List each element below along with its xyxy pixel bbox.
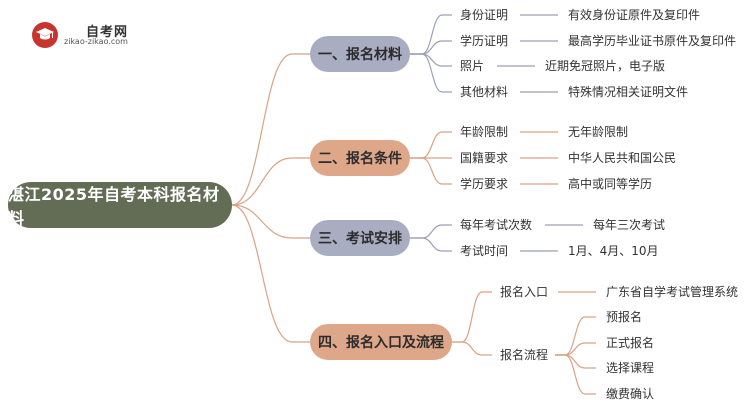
branch-portal-process: 四、报名入口及流程	[310, 324, 452, 360]
leaf-step-select-courses: 选择课程	[606, 361, 655, 375]
leaf-step-payment-confirm: 缴费确认	[606, 387, 655, 401]
leaf-education-requirement: 高中或同等学历	[568, 177, 653, 191]
node-education-proof: 学历证明	[460, 34, 509, 48]
leaf-step-pre-registration: 预报名	[606, 310, 643, 324]
site-logo[interactable]: 自考网 zikao-zikao.com	[32, 18, 152, 50]
leaf-step-formal-registration: 正式报名	[606, 336, 655, 350]
node-registration-portal: 报名入口	[500, 285, 549, 299]
node-other-materials: 其他材料	[460, 85, 509, 99]
leaf-photo: 近期免冠照片，电子版	[545, 59, 666, 73]
leaf-age-limit: 无年龄限制	[568, 125, 629, 139]
leaf-registration-portal: 广东省自学考试管理系统	[606, 285, 739, 299]
node-age-limit: 年龄限制	[460, 125, 509, 139]
logo-url: zikao-zikao.com	[64, 37, 128, 46]
branch-conditions: 二、报名条件	[310, 140, 410, 176]
graduation-cap-icon	[32, 22, 58, 48]
leaf-education-proof: 最高学历毕业证书原件及复印件	[568, 34, 737, 48]
leaf-exam-frequency: 每年三次考试	[593, 218, 666, 232]
node-id-proof: 身份证明	[460, 8, 509, 22]
branch-exam-schedule: 三、考试安排	[310, 220, 410, 256]
node-photo: 照片	[460, 59, 485, 73]
leaf-other-materials: 特殊情况相关证明文件	[568, 85, 689, 99]
logo-name: 自考网	[86, 25, 129, 40]
link-root-branch-1	[231, 53, 310, 206]
node-exam-time: 考试时间	[460, 244, 509, 258]
leaf-exam-time: 1月、4月、10月	[568, 244, 659, 258]
node-nationality: 国籍要求	[460, 151, 509, 165]
branch-materials: 一、报名材料	[310, 36, 410, 72]
link-root-branch-4	[231, 204, 310, 343]
node-registration-process: 报名流程	[500, 348, 549, 362]
node-education-requirement: 学历要求	[460, 177, 509, 191]
link-root-branch-3	[231, 204, 310, 239]
leaf-nationality: 中华人民共和国公民	[568, 151, 677, 165]
root-node: 湛江2025年自考本科报名材料	[8, 182, 232, 228]
leaf-id-proof: 有效身份证原件及复印件	[568, 8, 701, 22]
link-root-branch-2	[231, 157, 310, 206]
node-exam-frequency: 每年考试次数	[460, 218, 533, 232]
